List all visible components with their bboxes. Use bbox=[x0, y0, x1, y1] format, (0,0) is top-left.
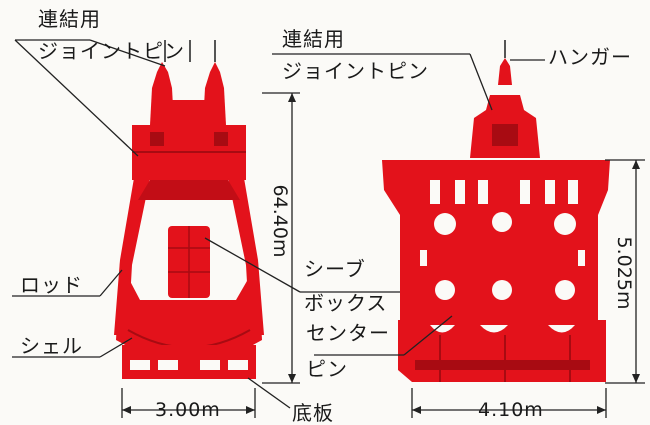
dimension-lines bbox=[121, 92, 645, 418]
left-pin-label-line1: 連結用 bbox=[38, 7, 101, 31]
left-pin-label-line2: ジョイントピン bbox=[38, 39, 185, 63]
center-pin-label-line1: センター bbox=[306, 321, 390, 345]
center-pin-label-line2: ピン bbox=[306, 357, 348, 381]
left-width-dimension: 3.00m bbox=[155, 399, 221, 421]
leader-lines bbox=[12, 39, 545, 409]
left-height-dimension: 64.40m bbox=[269, 184, 291, 258]
right-height-dimension: 5.025m bbox=[613, 236, 635, 310]
right-width-dimension: 4.10m bbox=[478, 399, 544, 421]
shell-label: シェル bbox=[20, 334, 83, 358]
side-view-bucket bbox=[382, 40, 610, 382]
rod-label: ロッド bbox=[20, 273, 83, 297]
front-view-bucket bbox=[114, 40, 264, 379]
sheave-box-label-line1: シーブ bbox=[304, 257, 366, 281]
hanger-label: ハンガー bbox=[548, 45, 632, 69]
right-pin-label-line1: 連結用 bbox=[282, 27, 345, 51]
sheave-box-label-line2: ボックス bbox=[304, 291, 388, 315]
bottom-plate-label: 底板 bbox=[292, 401, 334, 425]
right-pin-label-line2: ジョイントピン bbox=[282, 59, 429, 83]
